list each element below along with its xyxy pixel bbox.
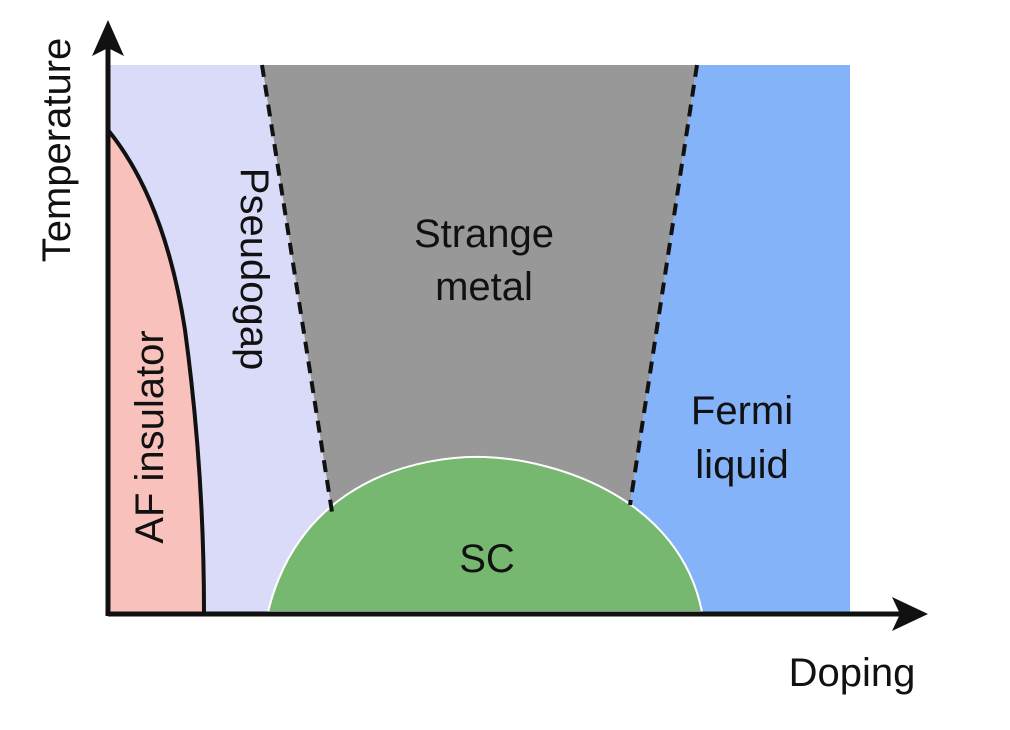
fermi-liquid-label-line1: Fermi bbox=[691, 389, 793, 433]
strange-metal-label-line1: Strange bbox=[414, 212, 554, 256]
af-insulator-label: AF insulator bbox=[128, 330, 172, 543]
fermi-liquid-region bbox=[630, 65, 850, 612]
fermi-liquid-label-line2: liquid bbox=[695, 443, 788, 487]
x-axis-arrowhead bbox=[892, 597, 928, 631]
af-insulator-boundary bbox=[106, 128, 206, 613]
strange-metal-label-line2: metal bbox=[435, 265, 533, 309]
pseudogap-crossover-line bbox=[260, 64, 334, 513]
sc-label: SC bbox=[459, 537, 515, 581]
y-axis-arrowhead bbox=[92, 20, 124, 56]
y-axis-label: Temperature bbox=[35, 38, 79, 263]
pseudogap-label: Pseudogap bbox=[232, 168, 276, 370]
x-axis-label: Doping bbox=[789, 651, 916, 695]
sc-dome bbox=[266, 455, 704, 613]
strange-metal-region bbox=[262, 65, 697, 512]
fermi-liquid-crossover-line bbox=[628, 64, 699, 506]
af-insulator-region bbox=[108, 130, 204, 612]
